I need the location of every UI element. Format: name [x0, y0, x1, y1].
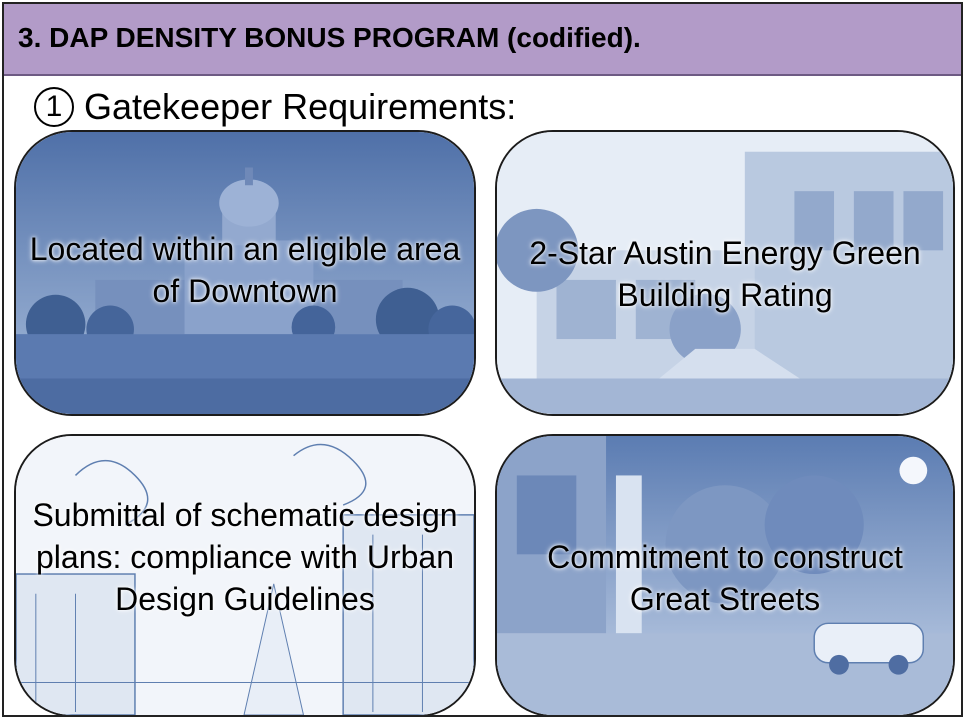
card-caption: Located within an eligible area of Downt… — [29, 231, 461, 309]
requirement-card-design-plans: Submittal of schematic design plans: com… — [14, 434, 476, 715]
card-caption: Submittal of schematic design plans: com… — [32, 497, 458, 617]
title-bar: 3. DAP DENSITY BONUS PROGRAM (codified). — [4, 4, 961, 76]
circled-number: 1 — [34, 87, 74, 127]
requirement-card-green-building: 2-Star Austin Energy Green Building Rati… — [495, 130, 955, 416]
urban-street-sketch — [16, 436, 474, 715]
requirement-card-location: Located within an eligible area of Downt… — [14, 130, 476, 416]
section-heading-text: Gatekeeper Requirements: — [84, 86, 517, 127]
requirement-card-great-streets: Commitment to construct Great Streets — [495, 434, 955, 715]
green-building-rendering — [497, 132, 953, 414]
slide-title: 3. DAP DENSITY BONUS PROGRAM (codified). — [18, 22, 641, 53]
section-heading: 1 Gatekeeper Requirements: — [34, 86, 516, 128]
card-caption: 2-Star Austin Energy Green Building Rati… — [529, 235, 921, 313]
great-streets-rendering — [497, 436, 953, 715]
texas-capitol-photo — [16, 132, 474, 414]
card-caption: Commitment to construct Great Streets — [547, 539, 903, 617]
